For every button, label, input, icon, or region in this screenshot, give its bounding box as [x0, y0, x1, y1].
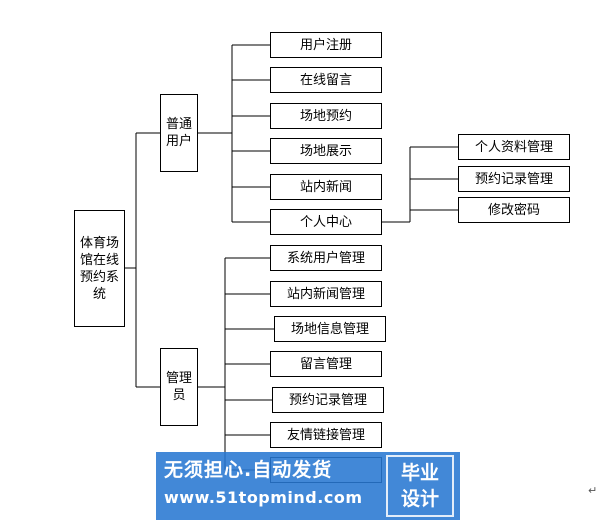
- node-label: 在线留言: [299, 72, 352, 88]
- node-user-register: 用户注册: [270, 32, 382, 58]
- node-message-management: 留言管理: [270, 351, 382, 377]
- watermark-banner: 无须担心.自动发货 www.51topmind.com 毕业 设计: [156, 452, 460, 520]
- node-label: 场地展示: [299, 143, 352, 159]
- watermark-url: www.51topmind.com: [164, 488, 363, 507]
- node-label: 系统用户管理: [286, 250, 365, 266]
- node-venue-info-management: 场地信息管理: [274, 316, 386, 342]
- branch-node-user-label: 普通用户: [165, 117, 192, 149]
- node-label: 用户注册: [299, 37, 352, 53]
- node-online-message: 在线留言: [270, 67, 382, 93]
- node-personal-center: 个人中心: [270, 209, 382, 235]
- root-node-label: 体育场馆在线预约系统: [79, 235, 119, 302]
- node-label: 修改密码: [487, 202, 540, 218]
- branch-node-user: 普通用户: [160, 94, 198, 172]
- node-news-management: 站内新闻管理: [270, 281, 382, 307]
- node-change-password: 修改密码: [458, 197, 570, 223]
- node-label: 留言管理: [299, 356, 352, 372]
- node-booking-records: 预约记录管理: [458, 166, 570, 192]
- node-site-news: 站内新闻: [270, 174, 382, 200]
- watermark-badge-line2: 设计: [400, 488, 439, 510]
- node-label: 个人资料管理: [474, 139, 553, 155]
- node-label: 场地预约: [299, 108, 352, 124]
- root-node: 体育场馆在线预约系统: [74, 210, 125, 327]
- node-label: 友情链接管理: [286, 427, 365, 443]
- node-label: 场地信息管理: [290, 321, 369, 337]
- node-label: 预约记录管理: [474, 171, 553, 187]
- node-friend-link-management: 友情链接管理: [270, 422, 382, 448]
- watermark-slogan: 无须担心.自动发货: [164, 459, 333, 481]
- node-booking-record-management: 预约记录管理: [272, 387, 384, 413]
- node-label: 站内新闻: [299, 179, 352, 195]
- watermark-badge: 毕业 设计: [386, 455, 454, 517]
- node-label: 预约记录管理: [288, 392, 367, 408]
- watermark-badge-line1: 毕业: [400, 462, 439, 484]
- node-system-user-management: 系统用户管理: [270, 245, 382, 271]
- branch-node-admin-label: 管理员: [165, 371, 192, 403]
- node-venue-display: 场地展示: [270, 138, 382, 164]
- paragraph-mark-icon: ↵: [588, 484, 598, 497]
- node-profile-management: 个人资料管理: [458, 134, 570, 160]
- branch-node-admin: 管理员: [160, 348, 198, 426]
- node-venue-booking: 场地预约: [270, 103, 382, 129]
- node-label: 站内新闻管理: [286, 286, 365, 302]
- watermark-text: 无须担心.自动发货 www.51topmind.com: [164, 458, 362, 508]
- node-label: 个人中心: [299, 214, 352, 230]
